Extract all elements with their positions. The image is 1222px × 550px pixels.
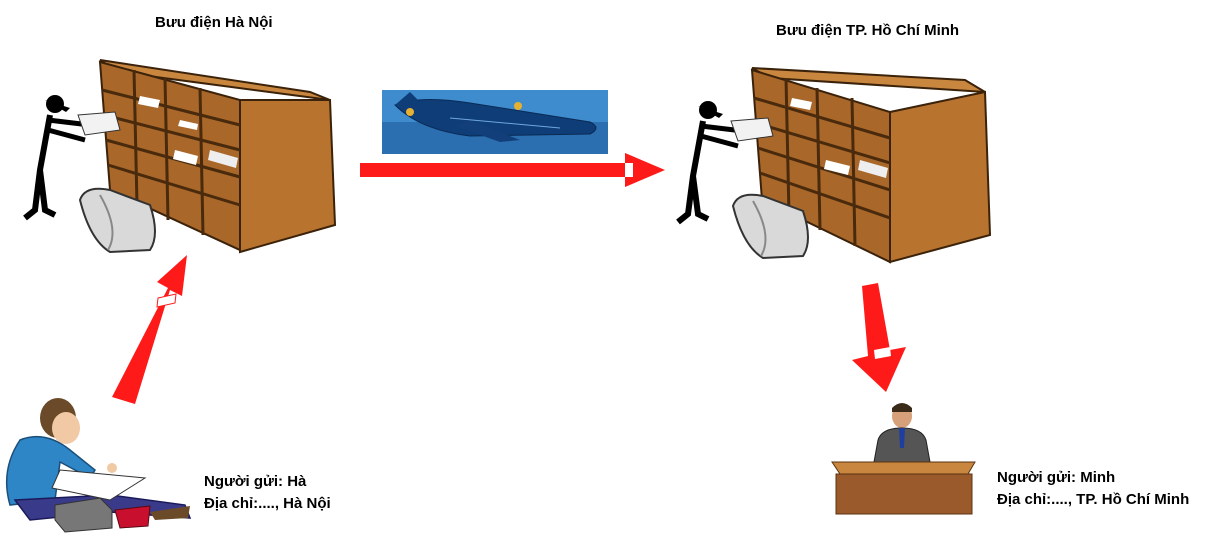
hcm-mail-cabinet xyxy=(750,67,992,264)
receiver-info: Người gửi: Minh Địa chỉ:...., TP. Hồ Chí… xyxy=(997,467,1189,511)
sender-info: Người gửi: Hà Địa chỉ:...., Hà Nội xyxy=(204,471,331,515)
sender-person xyxy=(5,398,192,533)
flow-arrow-hcm-to-receiver xyxy=(852,283,906,392)
hanoi-mail-cabinet xyxy=(98,59,337,254)
hanoi-mail-sack xyxy=(78,187,156,254)
sender-name-line: Người gửi: Hà xyxy=(204,473,307,490)
hcm-mail-sack xyxy=(731,193,809,260)
hcm-post-office-title: Bưu điện TP. Hồ Chí Minh xyxy=(776,22,960,39)
receiver-address-line: Địa chỉ:...., TP. Hồ Chí Minh xyxy=(997,491,1190,508)
flow-arrow-hanoi-to-hcm xyxy=(360,153,665,187)
flow-arrow-sender-to-hanoi xyxy=(112,255,187,404)
receiver-name-line: Người gửi: Minh xyxy=(997,469,1116,486)
airplane-image xyxy=(382,90,608,154)
hcm-postal-worker xyxy=(676,101,774,225)
hanoi-post-office-title: Bưu điện Hà Nội xyxy=(155,14,273,31)
hanoi-postal-worker xyxy=(23,95,121,221)
receiver-person-at-desk xyxy=(831,403,976,515)
sender-address-line: Địa chỉ:...., Hà Nội xyxy=(204,495,331,512)
